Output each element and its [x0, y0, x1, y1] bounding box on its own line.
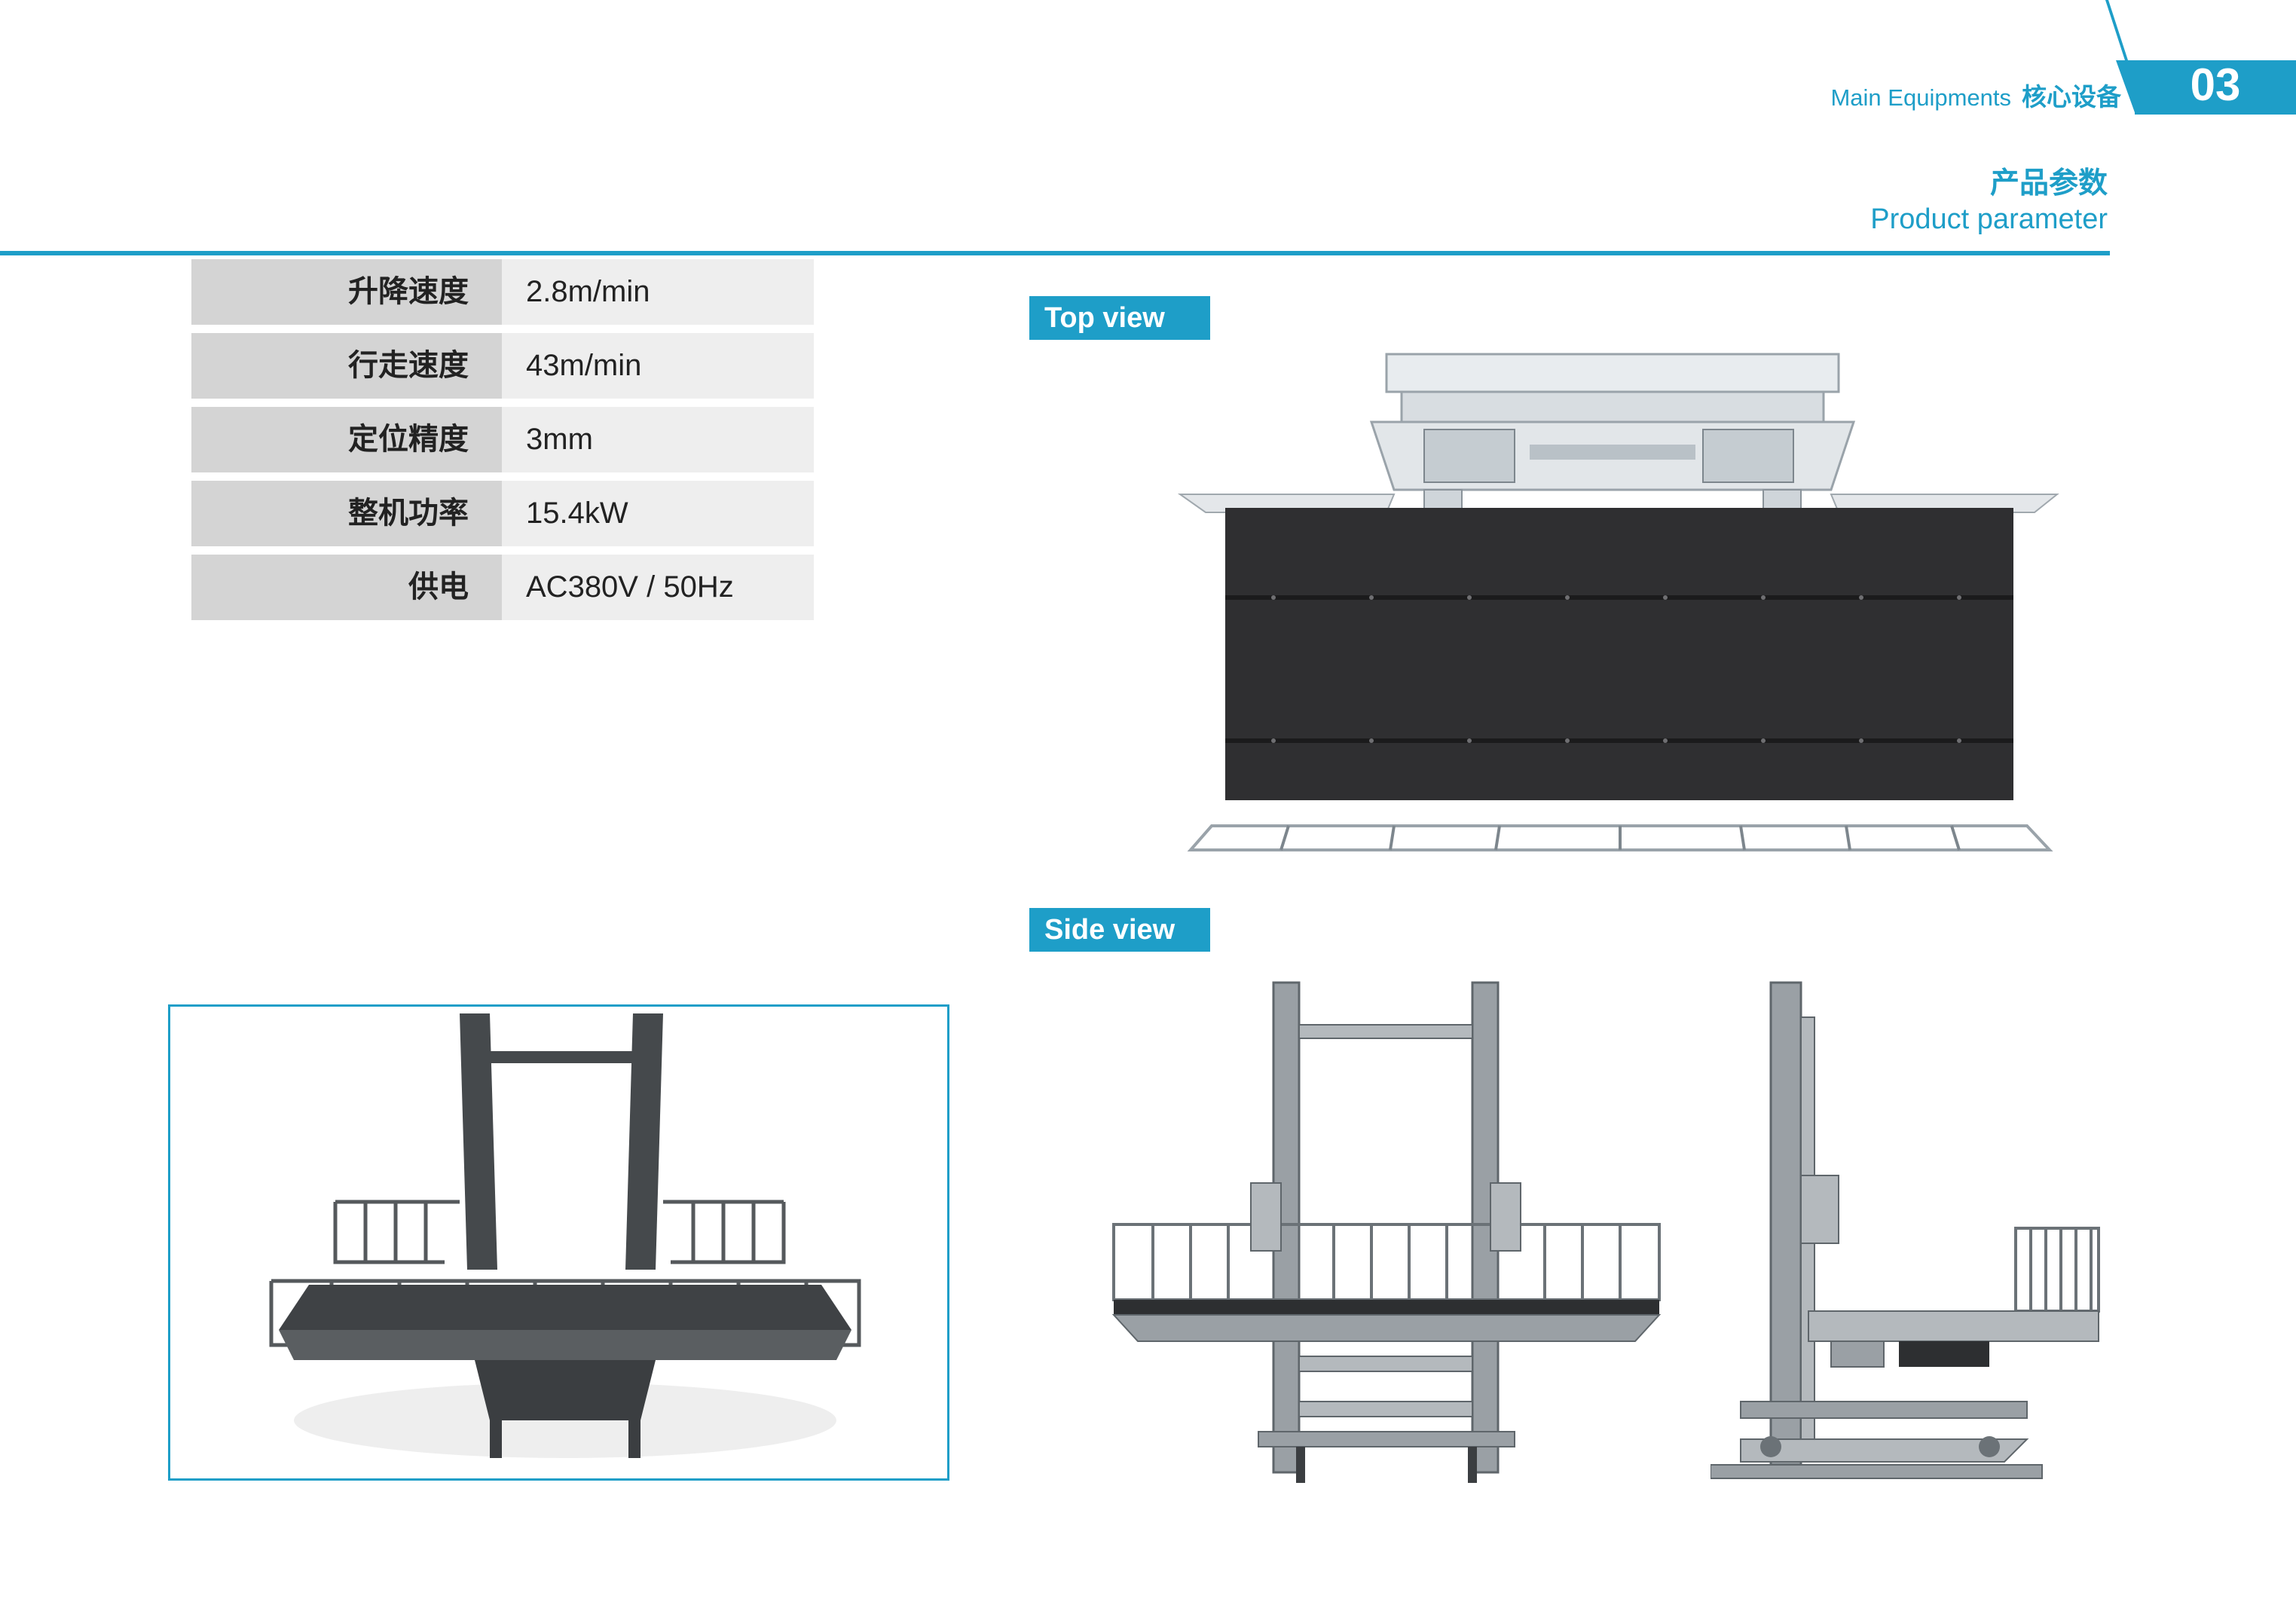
page-number-band [2135, 60, 2296, 115]
section-title-cn: 产品参数 [1989, 167, 2108, 200]
top-view-illustration [1177, 353, 2059, 851]
spec-label: 行走速度 [191, 333, 502, 399]
side-view-profile-illustration [1711, 981, 2100, 1479]
spec-label: 供电 [191, 555, 502, 620]
top-view-label: Top view [1029, 296, 1210, 340]
spec-value: 15.4kW [502, 481, 814, 546]
spec-label: 整机功率 [191, 481, 502, 546]
spec-row: 供电 AC380V / 50Hz [191, 555, 814, 620]
spec-value: 2.8m/min [502, 259, 814, 325]
header-band-edge [2116, 60, 2135, 115]
header-title-cn: 核心设备 [2022, 83, 2121, 111]
header-divider [0, 251, 2110, 255]
side-view-front-illustration [1111, 981, 1662, 1483]
spec-row: 定位精度 3mm [191, 407, 814, 472]
side-view-label: Side view [1029, 908, 1210, 952]
perspective-view-illustration [269, 1013, 861, 1458]
page-number: 03 [2190, 60, 2241, 110]
spec-row: 升降速度 2.8m/min [191, 259, 814, 325]
spec-row: 行走速度 43m/min [191, 333, 814, 399]
spec-table: 升降速度 2.8m/min 行走速度 43m/min 定位精度 3mm 整机功率… [191, 259, 814, 628]
spec-row: 整机功率 15.4kW [191, 481, 814, 546]
spec-value: AC380V / 50Hz [502, 555, 814, 620]
header-title: Main Equipments 核心设备 [1830, 77, 2121, 113]
section-title-en: Product parameter [1870, 203, 2108, 235]
spec-value: 3mm [502, 407, 814, 472]
spec-value: 43m/min [502, 333, 814, 399]
header-title-en: Main Equipments [1830, 84, 2011, 111]
spec-label: 定位精度 [191, 407, 502, 472]
spec-label: 升降速度 [191, 259, 502, 325]
